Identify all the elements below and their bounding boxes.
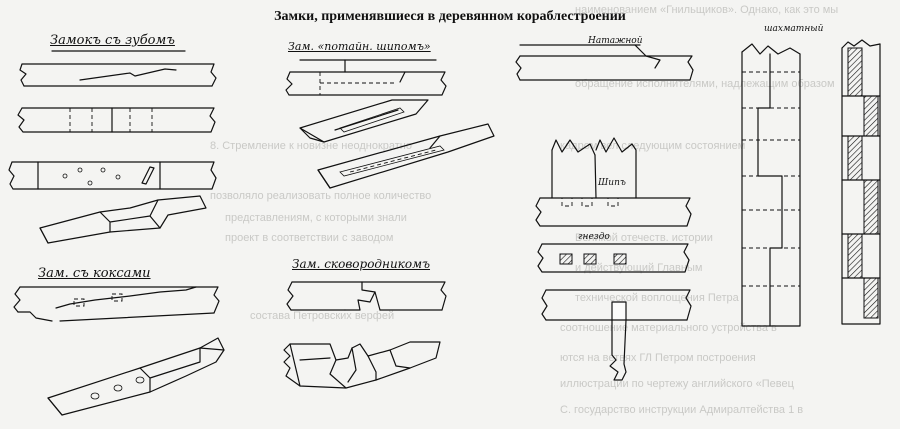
label-teeth: Замокъ съ зубомъ [50, 33, 175, 48]
joint-hidden-spike-elevation [285, 59, 447, 96]
bg-line: состава Петровских верфей [250, 310, 395, 322]
label-koksy: Зам. съ коксами [38, 266, 151, 281]
bg-line: кадром вел следующим состоянием [560, 140, 746, 152]
diagram-title: Замки, применявшиеся в деревянном корабл… [274, 9, 626, 24]
joint-tenon-post [541, 289, 692, 381]
label-gnezdo: гнездо [578, 232, 610, 242]
joint-teeth-bolted [8, 161, 217, 190]
bg-line: и действующий Главным [575, 262, 703, 274]
joint-teeth-plan [17, 107, 216, 133]
joint-shakhmatny-side [841, 39, 881, 325]
bg-line: соотношение материального устройства в [560, 322, 777, 334]
joint-teeth-perspective [39, 195, 207, 244]
bg-line: представлениям, с которыми знали [225, 212, 407, 224]
bg-line: позволяло реализовать полное количество [210, 190, 432, 202]
joint-nataznoy [515, 44, 694, 81]
bg-line: ются на ветвях ГЛ Петром построения [560, 352, 756, 364]
joint-spike-post [535, 137, 692, 227]
bg-line: технической воплощения Петра [575, 292, 739, 304]
bg-line: С. государство инструкции Адмиралтейства… [560, 404, 804, 416]
label-hidden-spike: Зам. «потайн. шипомъ» [288, 40, 431, 53]
joint-koksy-elevation [13, 286, 220, 322]
joint-koksy-perspective [47, 337, 225, 416]
label-shakhmatny: шахматный [764, 24, 824, 34]
label-nataznoy: Натажной [588, 36, 643, 46]
joint-nest-beam [537, 243, 690, 273]
label-ship: Шипъ [598, 178, 626, 188]
joint-skovorodnik-perspective [283, 341, 441, 389]
label-skovorodnik: Зам. сковородникомъ [292, 257, 431, 271]
bg-line: наименованием «Гнильщиков». Однако, как … [575, 4, 839, 16]
bg-line: проект в соответствии с заводом [225, 232, 394, 244]
joint-teeth-elevation [19, 50, 217, 87]
joint-shakhmatny-plan [741, 43, 801, 327]
bg-line: иллюстрации по чертежу английского «Певе… [560, 378, 794, 390]
joint-skovorodnik-elevation [286, 281, 447, 311]
bg-line: 8. Стремление к новизне неоднократно [210, 140, 412, 152]
bg-line: Великой отечеств. истории [575, 232, 713, 244]
joint-hidden-spike-perspective [299, 99, 495, 189]
